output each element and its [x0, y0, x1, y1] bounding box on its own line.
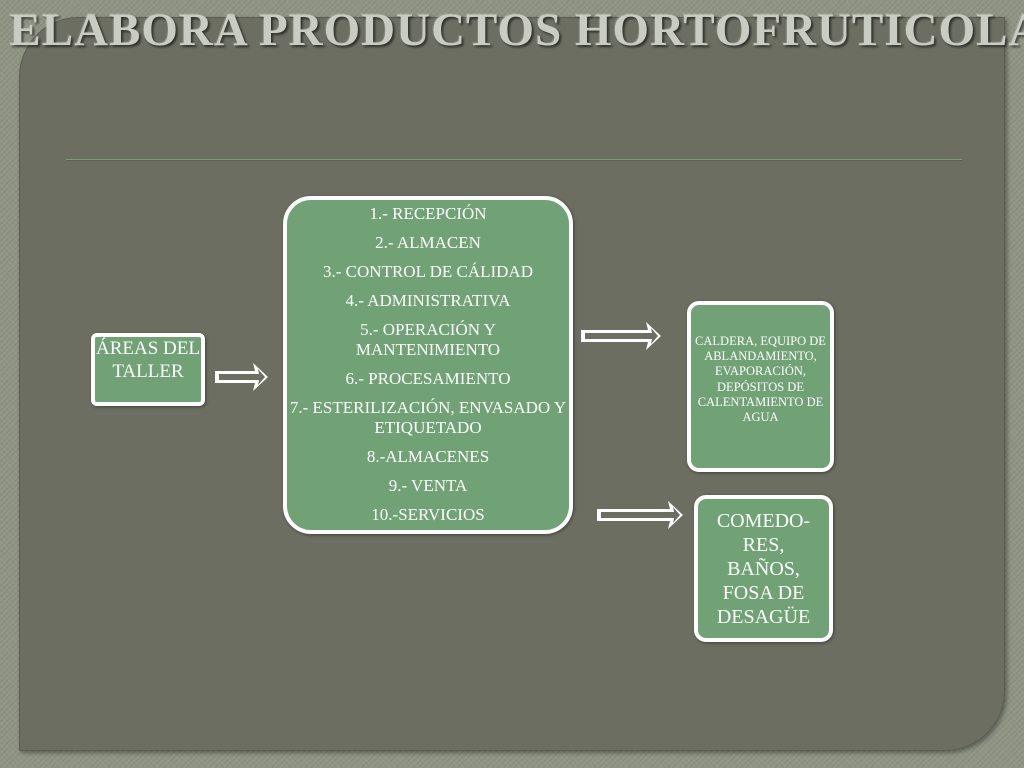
list-item: 7.- ESTERILIZACIÓN, ENVASADO Y ETIQUETAD… [289, 398, 567, 437]
areas-list-box: 1.- RECEPCIÓN 2.- ALMACEN 3.- CONTROL DE… [283, 196, 573, 534]
double-arrow-right-icon [581, 322, 661, 350]
list-item: 5.- OPERACIÓN Y MANTENIMIENTO [355, 320, 501, 359]
list-item: 8.-ALMACENES [366, 447, 490, 466]
caldera-equipo-text: CALDERA, EQUIPO DE ABLANDAMIENTO, EVAPOR… [695, 334, 826, 425]
caldera-equipo-box: CALDERA, EQUIPO DE ABLANDAMIENTO, EVAPOR… [687, 301, 834, 472]
list-item: 1.- RECEPCIÓN [369, 204, 487, 223]
title-divider [66, 159, 962, 161]
double-arrow-right-icon [597, 501, 683, 529]
areas-del-taller-box: ÁREAS DEL TALLER [91, 333, 205, 406]
list-item: 4.- ADMINISTRATIVA [345, 291, 511, 310]
areas-del-taller-text: ÁREAS DEL TALLER [96, 338, 200, 382]
list-item: 6.- PROCESAMIENTO [345, 369, 511, 388]
comedores-banos-text: COMEDO-RES, BAÑOS, FOSA DE DESAGÜE [716, 510, 811, 628]
comedores-banos-box: COMEDO-RES, BAÑOS, FOSA DE DESAGÜE [694, 495, 833, 642]
list-item: 9.- VENTA [388, 476, 468, 495]
areas-list: 1.- RECEPCIÓN 2.- ALMACEN 3.- CONTROL DE… [287, 204, 569, 525]
slide-title: ELABORA PRODUCTOS HORTOFRUTICOLAS [9, 4, 1024, 56]
list-item: 2.- ALMACEN [375, 233, 481, 252]
list-item: 10.-SERVICIOS [371, 505, 485, 524]
double-arrow-right-icon [215, 363, 268, 391]
list-item: 3.- CONTROL DE CÁLIDAD [323, 262, 533, 281]
